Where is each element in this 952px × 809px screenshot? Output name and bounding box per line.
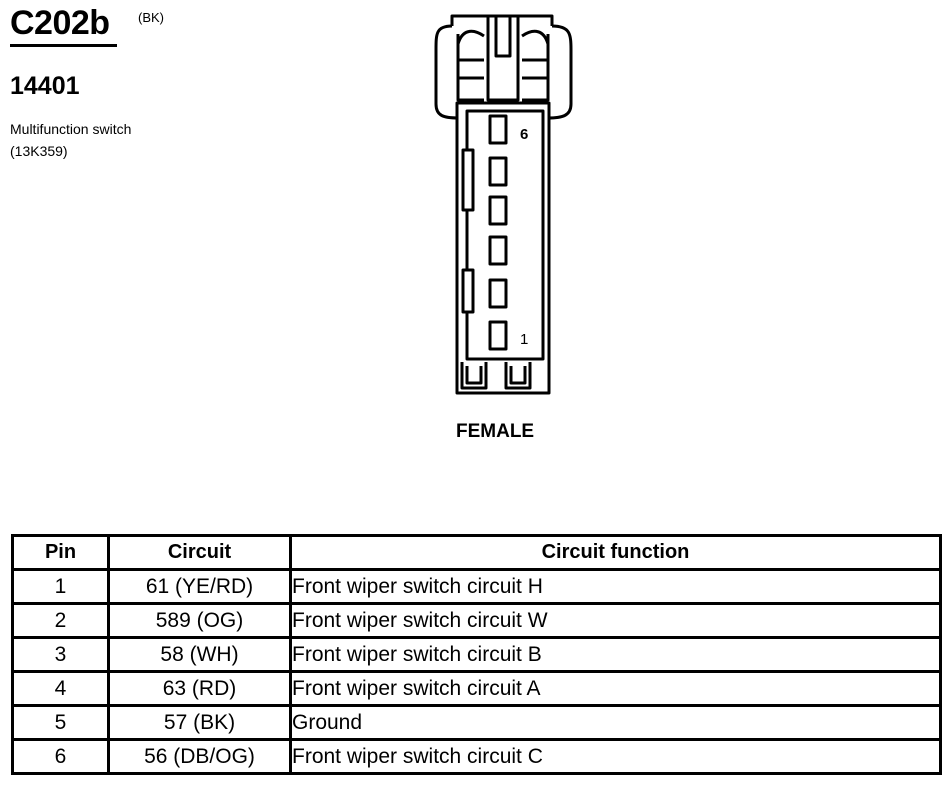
header-pin: Pin bbox=[11, 534, 110, 571]
component-description: Multifunction switch bbox=[10, 121, 132, 137]
circuit-cell: 589 (OG) bbox=[107, 602, 292, 639]
terminal-cavity bbox=[488, 195, 508, 226]
connector-key-upper bbox=[461, 148, 475, 212]
terminal-cavities bbox=[488, 114, 508, 351]
connector-lock-right bbox=[504, 362, 532, 390]
title-underline bbox=[10, 44, 117, 47]
connector-face-diagram: 6 1 bbox=[434, 14, 573, 395]
table-row: 6 56 (DB/OG) Front wiper switch circuit … bbox=[11, 738, 942, 775]
connector-color-code: (BK) bbox=[138, 10, 164, 25]
terminal-cavity bbox=[488, 278, 508, 309]
function-cell: Front wiper switch circuit A bbox=[289, 670, 942, 707]
connector-latch bbox=[434, 14, 573, 120]
connector-key-lower bbox=[461, 268, 475, 314]
header-circuit-function: Circuit function bbox=[289, 534, 942, 571]
circuit-cell: 56 (DB/OG) bbox=[107, 738, 292, 775]
terminal-cavity bbox=[488, 320, 508, 351]
pin-cell: 6 bbox=[11, 738, 110, 775]
pin-cell: 2 bbox=[11, 602, 110, 639]
function-cell: Front wiper switch circuit C bbox=[289, 738, 942, 775]
terminal-cavity bbox=[488, 156, 508, 187]
pin-cell: 3 bbox=[11, 636, 110, 673]
function-cell: Ground bbox=[289, 704, 942, 741]
table-row: 5 57 (BK) Ground bbox=[11, 704, 942, 741]
connector-cavity-frame bbox=[465, 109, 545, 361]
header-circuit: Circuit bbox=[107, 534, 292, 571]
pin-cell: 1 bbox=[11, 568, 110, 605]
table-row: 2 589 (OG) Front wiper switch circuit W bbox=[11, 602, 942, 639]
circuit-cell: 58 (WH) bbox=[107, 636, 292, 673]
terminal-cavity bbox=[488, 235, 508, 266]
circuit-cell: 61 (YE/RD) bbox=[107, 568, 292, 605]
connector-lock-left bbox=[460, 362, 488, 390]
pin-label-6: 6 bbox=[520, 126, 528, 143]
pin-cell: 5 bbox=[11, 704, 110, 741]
function-cell: Front wiper switch circuit W bbox=[289, 602, 942, 639]
connector-id: C202b bbox=[10, 4, 110, 42]
part-number: 14401 bbox=[10, 72, 80, 100]
pin-cell: 4 bbox=[11, 670, 110, 707]
table-header-row: Pin Circuit Circuit function bbox=[11, 534, 942, 571]
table-row: 4 63 (RD) Front wiper switch circuit A bbox=[11, 670, 942, 707]
pinout-table: Pin Circuit Circuit function 1 61 (YE/RD… bbox=[11, 534, 942, 775]
pin-label-1: 1 bbox=[520, 331, 528, 348]
component-part-code: (13K359) bbox=[10, 143, 68, 159]
function-cell: Front wiper switch circuit B bbox=[289, 636, 942, 673]
circuit-cell: 57 (BK) bbox=[107, 704, 292, 741]
table-row: 1 61 (YE/RD) Front wiper switch circuit … bbox=[11, 568, 942, 605]
terminal-cavity bbox=[488, 114, 508, 145]
connector-body bbox=[455, 101, 551, 395]
table-row: 3 58 (WH) Front wiper switch circuit B bbox=[11, 636, 942, 673]
circuit-cell: 63 (RD) bbox=[107, 670, 292, 707]
function-cell: Front wiper switch circuit H bbox=[289, 568, 942, 605]
connector-gender-label: FEMALE bbox=[456, 421, 535, 442]
